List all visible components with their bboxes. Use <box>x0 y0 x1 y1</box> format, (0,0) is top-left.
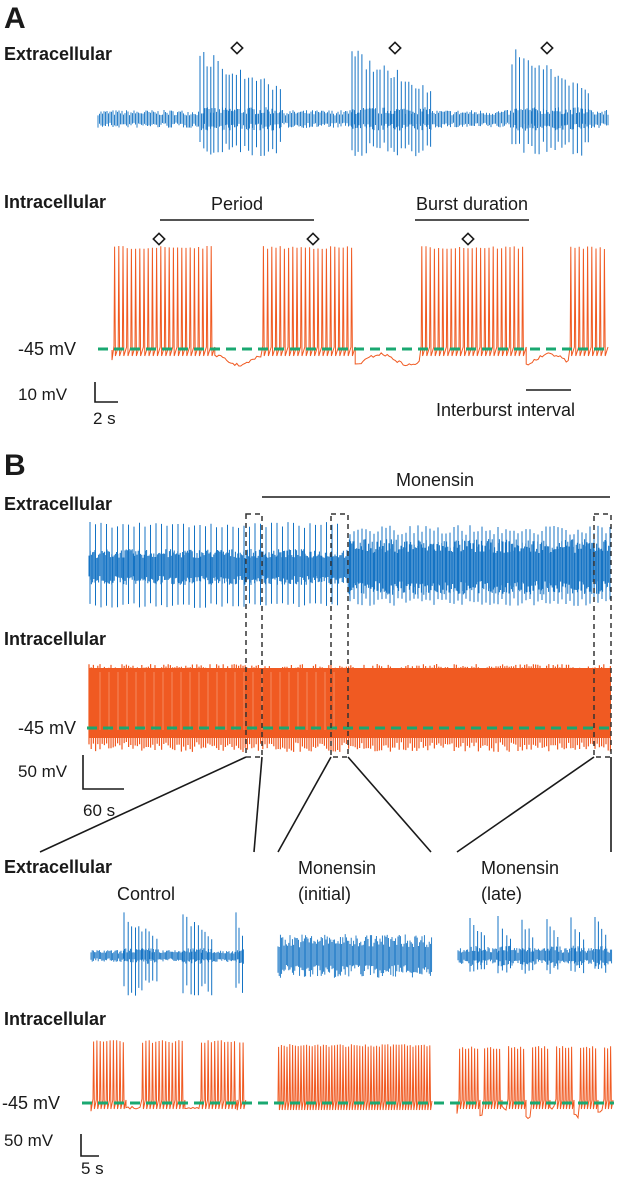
inset-scale-x-label: 5 s <box>81 1159 104 1178</box>
connector-line <box>39 756 247 853</box>
panel-b-threshold-label: -45 mV <box>18 718 76 738</box>
inset-intracellular-label: Intracellular <box>4 1009 106 1029</box>
inset-extracellular-label: Extracellular <box>4 857 112 877</box>
diamond-marker-icon <box>388 41 402 55</box>
diamond-marker-icon <box>230 41 244 55</box>
panel-a-intracellular-markers <box>152 232 475 246</box>
panel-b-intracellular-trace <box>88 664 611 752</box>
diamond-marker-icon <box>152 232 166 246</box>
panel-b-extracellular-spikes <box>89 522 611 608</box>
zoom-box-late <box>593 513 612 758</box>
inset-scale-y-label: 50 mV <box>4 1131 54 1150</box>
inset-control-label: Control <box>117 884 175 904</box>
connector-line <box>347 756 432 853</box>
inset-control-extracellular-band <box>90 948 244 964</box>
connector-line <box>456 756 595 853</box>
panel-a-threshold-label: -45 mV <box>18 339 76 359</box>
inset-late-label-line2: (late) <box>481 884 522 904</box>
diamond-marker-icon <box>461 232 475 246</box>
panel-a-intracellular-trace <box>111 245 609 367</box>
interburst-label: Interburst interval <box>436 400 575 420</box>
zoom-connector-lines <box>39 756 612 853</box>
inset-intracellular-traces <box>90 1040 614 1120</box>
panel-b-letter: B <box>4 449 26 482</box>
inset-initial-label-line1: Monensin <box>298 858 376 878</box>
panel-b-intracellular-label: Intracellular <box>4 629 106 649</box>
panel-a-intracellular-waveform <box>111 245 609 367</box>
zoom-box-control <box>245 513 263 758</box>
burst-duration-annotation: Burst duration <box>415 194 529 221</box>
panel-a-intracellular-label: Intracellular <box>4 192 106 212</box>
inset-initial-label-line2: (initial) <box>298 884 351 904</box>
panel-b-scale-x-label: 60 s <box>83 801 115 820</box>
scale-bar-icon <box>94 382 118 403</box>
period-label: Period <box>211 194 263 214</box>
panel-a-extracellular-trace <box>97 49 609 157</box>
panel-b-scale-bar: 50 mV 60 s <box>18 755 124 820</box>
scale-bar-icon <box>82 755 124 790</box>
burst-duration-label: Burst duration <box>416 194 528 214</box>
panel-b-scale-y-label: 50 mV <box>18 762 68 781</box>
inset-late-intracellular <box>456 1046 614 1120</box>
period-annotation: Period <box>160 194 314 221</box>
inset-initial-extracellular-band <box>277 934 433 978</box>
zoom-window-boxes <box>245 513 612 758</box>
panel-b-extracellular-label: Extracellular <box>4 494 112 514</box>
panel-b-intracellular-spikes <box>88 664 611 752</box>
inset-control-extracellular-spikes <box>123 912 243 996</box>
panel-a: A Extracellular Intracellular Period Bur… <box>4 2 609 428</box>
panel-a-letter: A <box>4 2 26 35</box>
panel-a-scale-x-label: 2 s <box>93 409 116 428</box>
connector-line <box>253 756 263 853</box>
diamond-marker-icon <box>306 232 320 246</box>
inset-control-intracellular <box>90 1040 247 1112</box>
panel-a-extracellular-label: Extracellular <box>4 44 112 64</box>
panel-b: B Monensin Extracellular Intracellular -… <box>2 449 614 1178</box>
panel-a-scale-y-label: 10 mV <box>18 385 68 404</box>
connector-line <box>277 756 332 853</box>
panel-a-scale-bar: 10 mV 2 s <box>18 382 118 428</box>
scale-bar-icon <box>80 1134 99 1157</box>
panel-b-extracellular-trace <box>88 522 611 608</box>
panel-a-extracellular-waveform-spikes <box>199 49 589 157</box>
diamond-marker-icon <box>540 41 554 55</box>
panel-a-burst-markers <box>230 41 554 55</box>
treatment-annotation: Monensin <box>262 470 610 498</box>
zoom-box-initial <box>330 513 349 758</box>
inset-initial-intracellular <box>277 1044 433 1111</box>
inset-extracellular-traces <box>90 912 613 996</box>
inset-late-extracellular-spikes <box>469 916 607 974</box>
inset-threshold-label: -45 mV <box>2 1093 60 1113</box>
treatment-label: Monensin <box>396 470 474 490</box>
interburst-annotation: Interburst interval <box>436 389 575 420</box>
inset-late-label-line1: Monensin <box>481 858 559 878</box>
inset-scale-bar: 50 mV 5 s <box>4 1131 104 1178</box>
